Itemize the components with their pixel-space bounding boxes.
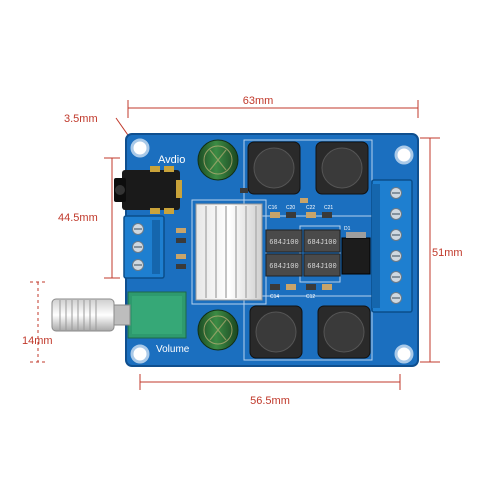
inductor-marking: 100 (269, 323, 281, 341)
mounting-hole (394, 344, 414, 364)
label-volume: Volume (156, 344, 190, 355)
dimension-corner-offset: 3.5mm (64, 113, 98, 125)
film-chip: 684J100 (303, 253, 341, 277)
chip-marking: 684J100 (307, 239, 336, 247)
ref-c22: C22 (306, 205, 315, 211)
dimension-width-top: 63mm (243, 95, 274, 107)
diode-package (341, 232, 371, 275)
chip-marking: 684J100 (307, 263, 336, 271)
ref-c14: C14 (270, 294, 279, 300)
film-chip: 684J100 (265, 253, 303, 277)
dimension-knob-offset: 14mm (22, 335, 53, 347)
dimension-lines (30, 100, 440, 390)
dimension-height-left: 44.5mm (58, 212, 98, 224)
mounting-hole (130, 138, 150, 158)
film-chip: 684J100 (303, 229, 341, 253)
output-terminal (371, 179, 413, 313)
label-audio: Avdio (158, 154, 185, 166)
heatsink (195, 203, 263, 301)
dimension-width-bottom: 56.5mm (250, 395, 290, 407)
capacitor-top (197, 139, 239, 181)
ref-c12: C12 (306, 294, 315, 300)
ref-c16: C16 (268, 205, 277, 211)
inductor-bottom-right: 100 (317, 305, 371, 359)
ref-c20: C20 (286, 205, 295, 211)
volume-potentiometer (51, 291, 187, 339)
inductor-top-right: 100 (315, 141, 369, 195)
mounting-hole (130, 344, 150, 364)
chip-marking: 684J100 (269, 239, 298, 247)
mounting-hole (394, 145, 414, 165)
potentiometer-shaft (51, 298, 115, 332)
inductor-marking: 100 (267, 159, 279, 177)
mounting-holes (130, 138, 414, 364)
film-chip: 684J100 (265, 229, 303, 253)
inductor-top-left: 100 (247, 141, 301, 195)
inductor-marking: 100 (337, 323, 349, 341)
inductor-bottom-left: 100 (249, 305, 303, 359)
audio-jack (114, 166, 182, 214)
ref-c21: C21 (324, 205, 333, 211)
ref-d1: D1 (344, 226, 351, 232)
smd-components (176, 188, 332, 290)
inductor-marking: 100 (335, 159, 347, 177)
dimension-height-right: 51mm (432, 247, 463, 259)
chip-marking: 684J100 (269, 263, 298, 271)
input-terminal (123, 215, 165, 279)
capacitor-bottom (197, 309, 239, 351)
